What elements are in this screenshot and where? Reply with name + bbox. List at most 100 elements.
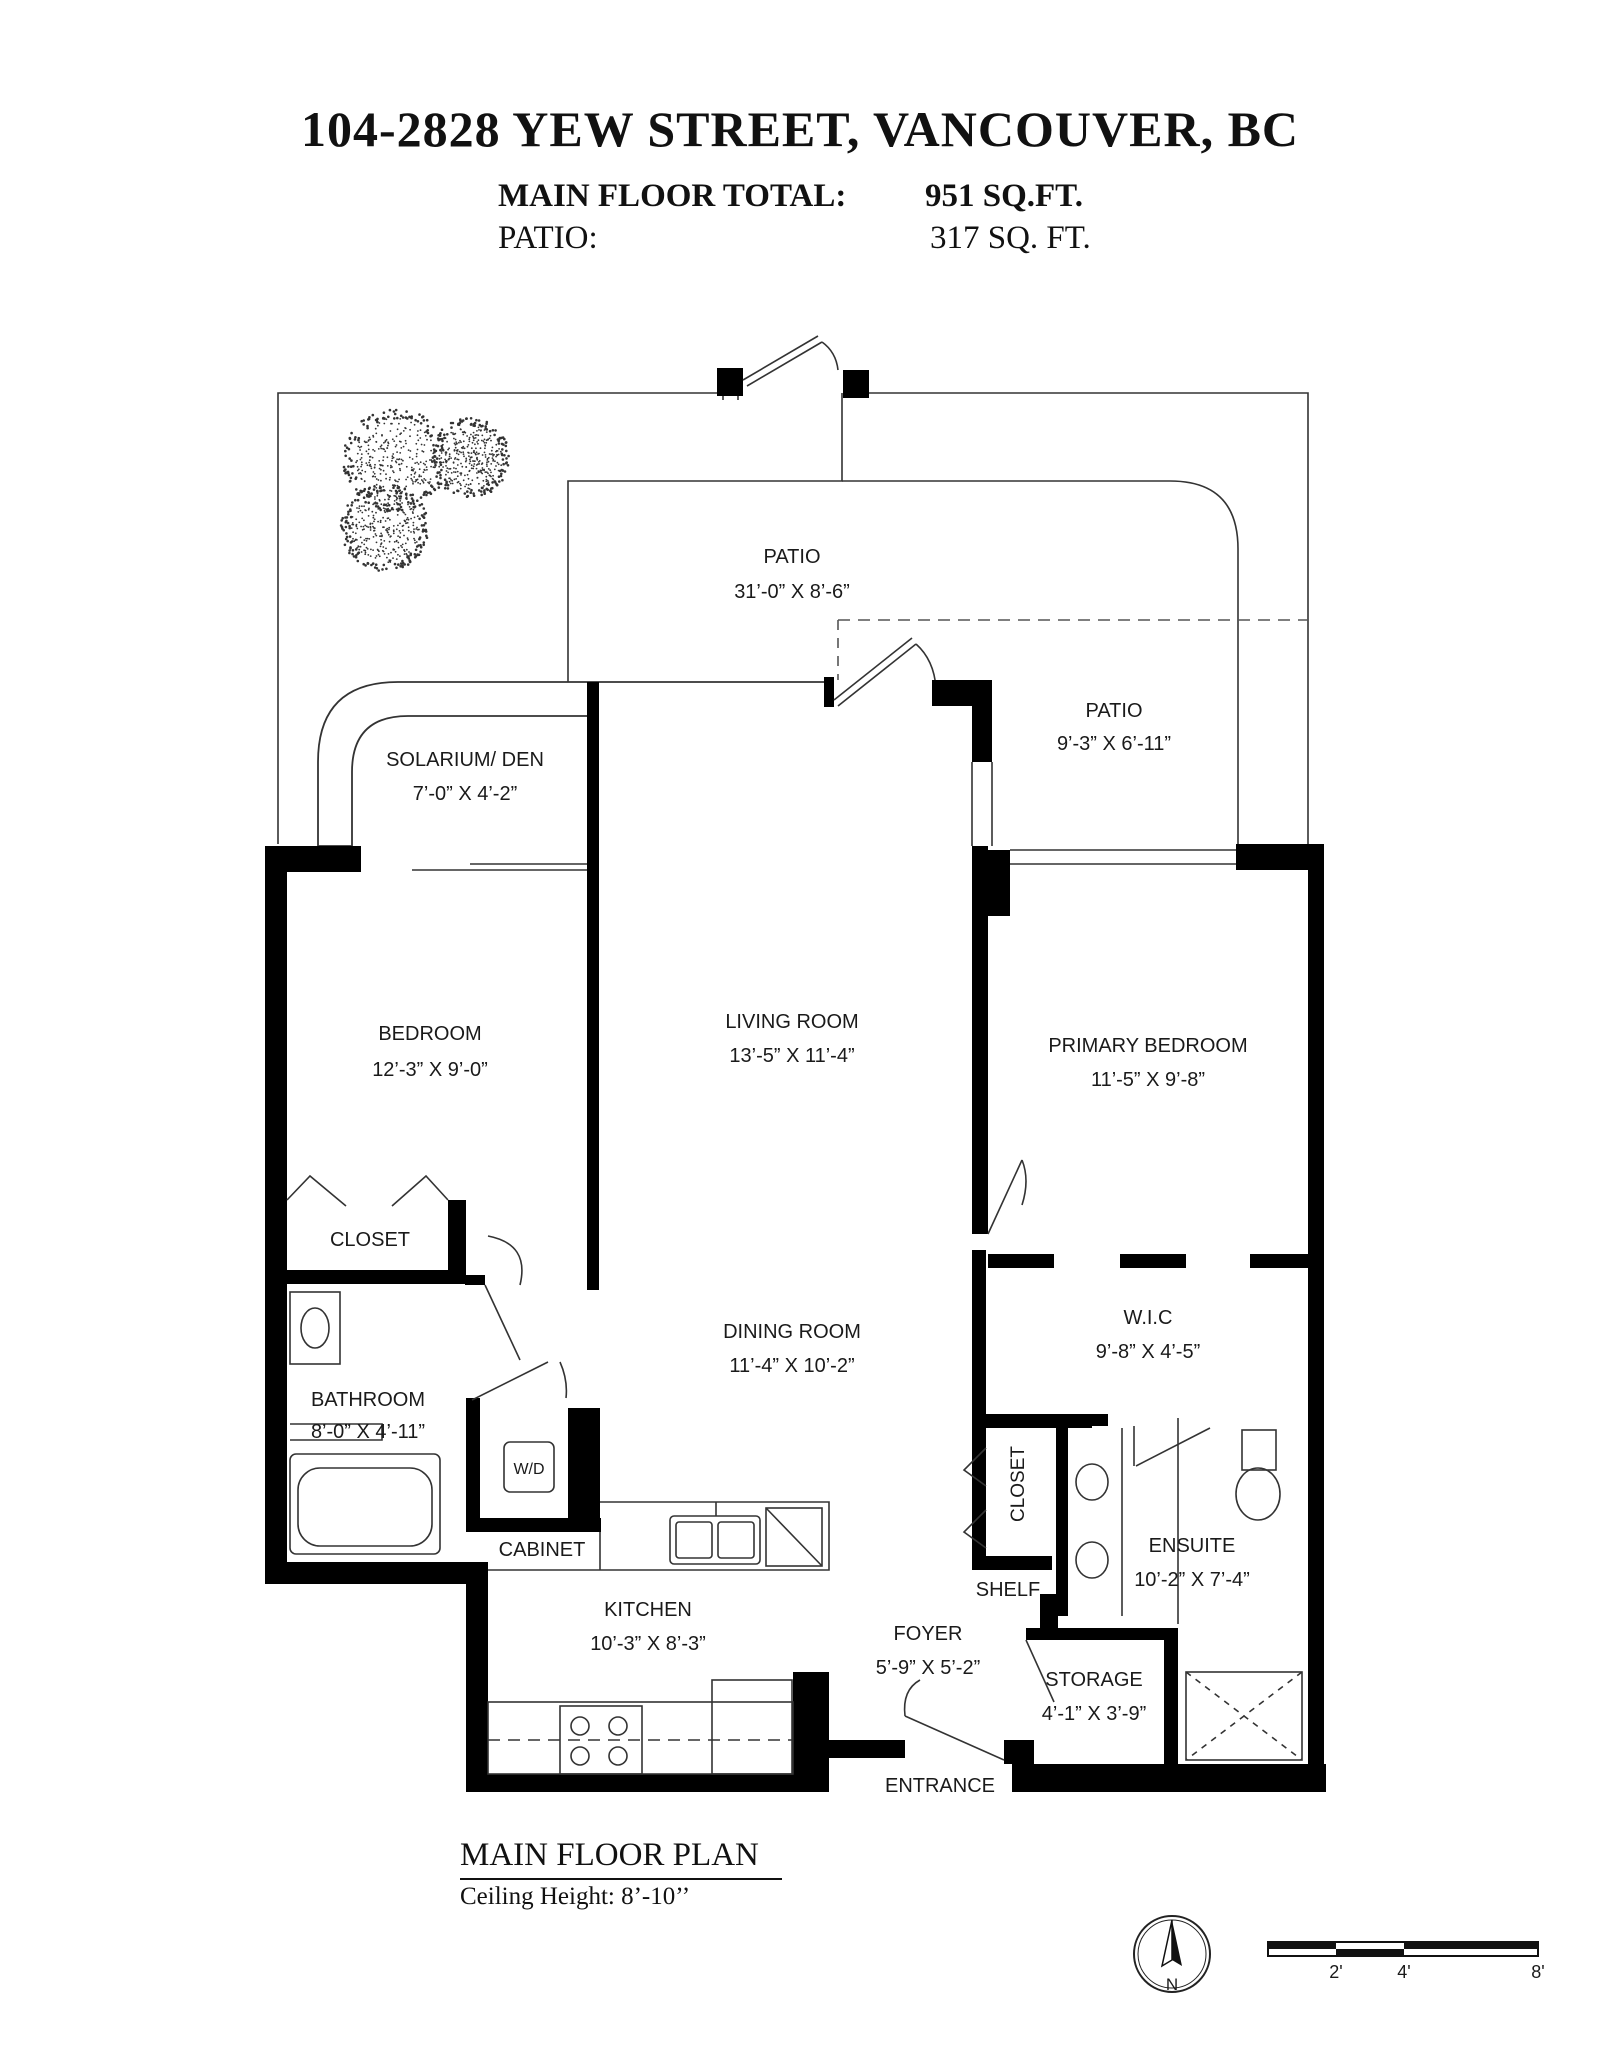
tree-stipple <box>375 487 378 489</box>
tree-stipple <box>422 480 424 483</box>
tree-stipple <box>485 439 488 442</box>
tree-stipple <box>403 553 406 555</box>
tree-stipple <box>472 422 476 426</box>
tree-stipple <box>489 434 492 437</box>
tree-stipple <box>406 537 409 539</box>
tree-stipple <box>397 480 399 483</box>
tree-stipple <box>479 447 482 450</box>
tree-stipple <box>406 517 409 519</box>
tree-stipple <box>471 441 474 444</box>
tree-stipple <box>348 436 352 440</box>
tree-stipple <box>475 447 477 450</box>
tree-stipple <box>406 522 409 524</box>
tree-stipple <box>377 424 379 427</box>
tree-stipple <box>369 522 372 525</box>
tree-stipple <box>445 470 448 472</box>
tree-stipple <box>443 487 447 490</box>
tree-stipple <box>405 478 407 481</box>
tree-stipple <box>459 487 462 490</box>
tree-stipple <box>507 454 510 458</box>
tree-stipple <box>413 472 416 475</box>
tree-stipple <box>344 454 348 458</box>
tree-stipple <box>370 548 372 551</box>
tree-stipple <box>470 447 473 450</box>
tree-stipple <box>384 511 387 514</box>
tree-stipple <box>348 526 352 530</box>
tree-stipple <box>394 479 396 481</box>
tree-stipple <box>406 476 409 478</box>
scale-label-2: 2' <box>1329 1962 1342 1982</box>
tree-stipple <box>358 472 360 475</box>
living-room-dims: 13’-5” X 11’-4” <box>729 1045 854 1067</box>
tree-stipple <box>344 444 347 447</box>
tree-stipple <box>382 459 384 462</box>
tree-stipple <box>466 445 469 448</box>
tree-stipple <box>460 451 462 454</box>
tree-stipple <box>405 548 408 551</box>
tree-stipple <box>422 450 425 453</box>
tree-stipple <box>360 472 362 475</box>
tree-stipple <box>368 459 371 462</box>
tree-stipple <box>490 463 493 465</box>
tree-stipple <box>454 432 457 435</box>
tree-stipple <box>360 478 363 480</box>
tree-stipple <box>390 508 393 511</box>
walls <box>265 680 1326 1792</box>
tree-stipple <box>383 553 386 555</box>
tree-stipple <box>444 451 448 454</box>
tree-stipple <box>385 547 387 550</box>
bedroom-closet-label: CLOSET <box>330 1229 410 1251</box>
tree-stipple <box>413 537 415 540</box>
room-labels: PATIO 31’-0” X 8’-6” PATIO 9’-3” X 6’-11… <box>311 546 1250 1797</box>
tree-stipple <box>399 452 402 454</box>
tree-stipple <box>489 469 492 471</box>
tree-stipple <box>389 559 391 562</box>
tree-stipple <box>362 423 366 426</box>
tree-stipple <box>447 471 449 474</box>
tree-stipple <box>375 541 378 544</box>
tree-stipple <box>438 461 442 464</box>
tree-stipple <box>435 444 438 447</box>
tree-stipple <box>398 489 401 493</box>
tree-stipple <box>364 509 366 511</box>
tree-stipple <box>371 562 375 565</box>
bedroom-name: BEDROOM <box>378 1023 481 1045</box>
tree-stipple <box>345 532 348 535</box>
tree-stipple <box>399 532 402 534</box>
tree-stipple <box>356 459 358 462</box>
patio-main-name: PATIO <box>763 546 820 568</box>
tree-stipple <box>416 434 419 437</box>
tree-stipple <box>392 470 394 472</box>
tree-stipple <box>348 535 352 538</box>
tree-stipple <box>388 540 391 543</box>
tree-stipple <box>376 494 379 497</box>
tree-stipple <box>398 503 402 506</box>
tree-stipple <box>472 436 475 439</box>
tree-stipple <box>440 428 444 432</box>
tree-stipple <box>342 465 346 469</box>
tree-stipple <box>408 551 410 553</box>
tree-stipple <box>365 537 367 540</box>
tree-stipple <box>360 461 363 464</box>
tree-stipple <box>445 473 447 476</box>
tree-stipple <box>477 471 480 474</box>
tree-stipple <box>488 437 491 440</box>
tree-stipple <box>455 467 457 470</box>
tree-stipple <box>459 472 462 474</box>
tree-stipple <box>351 552 354 556</box>
tree-stipple <box>346 521 350 525</box>
tree-stipple <box>391 422 393 425</box>
tree-stipple <box>461 465 464 468</box>
tree-stipple <box>392 530 395 533</box>
tree-stipple <box>377 549 379 552</box>
tree-stipple <box>413 516 416 519</box>
tree-stipple <box>374 498 376 500</box>
tree-stipple <box>363 543 366 546</box>
tree-stipple <box>485 463 488 466</box>
tree-stipple <box>387 533 390 536</box>
tree-stipple <box>486 461 488 464</box>
tree-stipple <box>353 540 356 543</box>
tree-stipple <box>404 493 408 496</box>
tree-stipple <box>392 486 395 490</box>
tree-stipple <box>407 555 410 558</box>
